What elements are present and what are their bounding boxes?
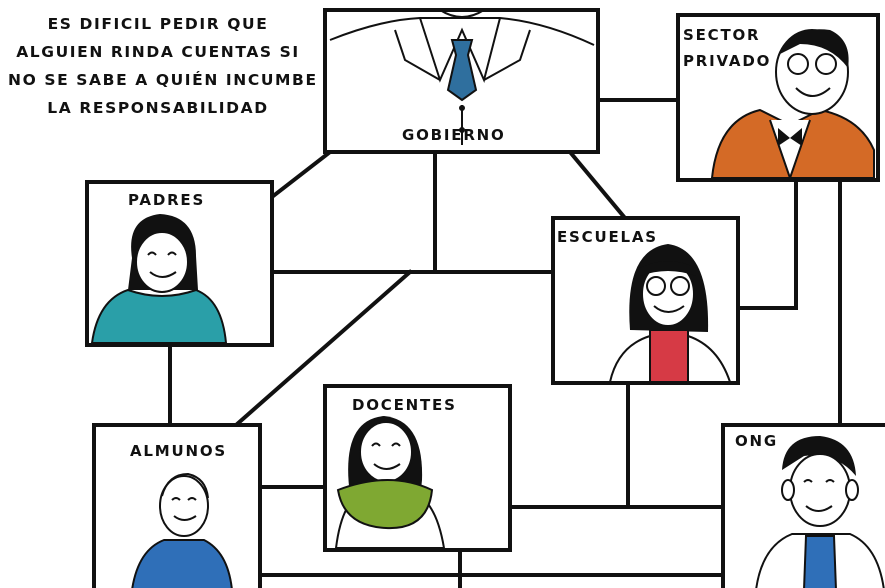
student-figure	[131, 472, 233, 588]
school-figure	[608, 244, 732, 383]
caption-line-1: ES DIFICIL PEDIR QUE	[47, 15, 269, 33]
label-almunos: ALMUNOS	[130, 442, 227, 460]
node-sector-privado	[676, 13, 880, 182]
label-padres: PADRES	[128, 191, 206, 209]
label-gobierno: GOBIERNO	[402, 126, 506, 144]
node-almunos	[92, 423, 262, 588]
teacher-figure	[334, 416, 446, 549]
label-ong: ONG	[735, 432, 779, 450]
parent-figure	[90, 214, 228, 344]
node-gobierno	[323, 8, 600, 154]
node-padres	[85, 180, 274, 347]
connector-lines	[168, 98, 842, 588]
node-ong	[721, 423, 885, 588]
label-sector-privado-line1: SECTOR	[683, 26, 761, 44]
caption-line-3: NO SE SABE A QUIÉN INCUMBE	[8, 71, 318, 89]
government-official-figure	[329, 9, 595, 145]
label-escuelas: ESCUELAS	[557, 228, 658, 246]
label-sector-privado-line2: PRIVADO	[683, 52, 772, 70]
label-docentes: DOCENTES	[352, 396, 457, 414]
node-docentes	[323, 384, 512, 552]
government-tie	[446, 39, 478, 102]
caption-text: ES DIFICIL PEDIR QUE ALGUIEN RINDA CUENT…	[8, 10, 318, 122]
caption-line-2: ALGUIEN RINDA CUENTAS SI	[16, 43, 300, 61]
node-escuelas	[551, 216, 740, 385]
caption-line-4: LA RESPONSABILIDAD	[47, 99, 269, 117]
businessman-figure	[710, 29, 875, 182]
ngo-figure	[755, 436, 885, 588]
